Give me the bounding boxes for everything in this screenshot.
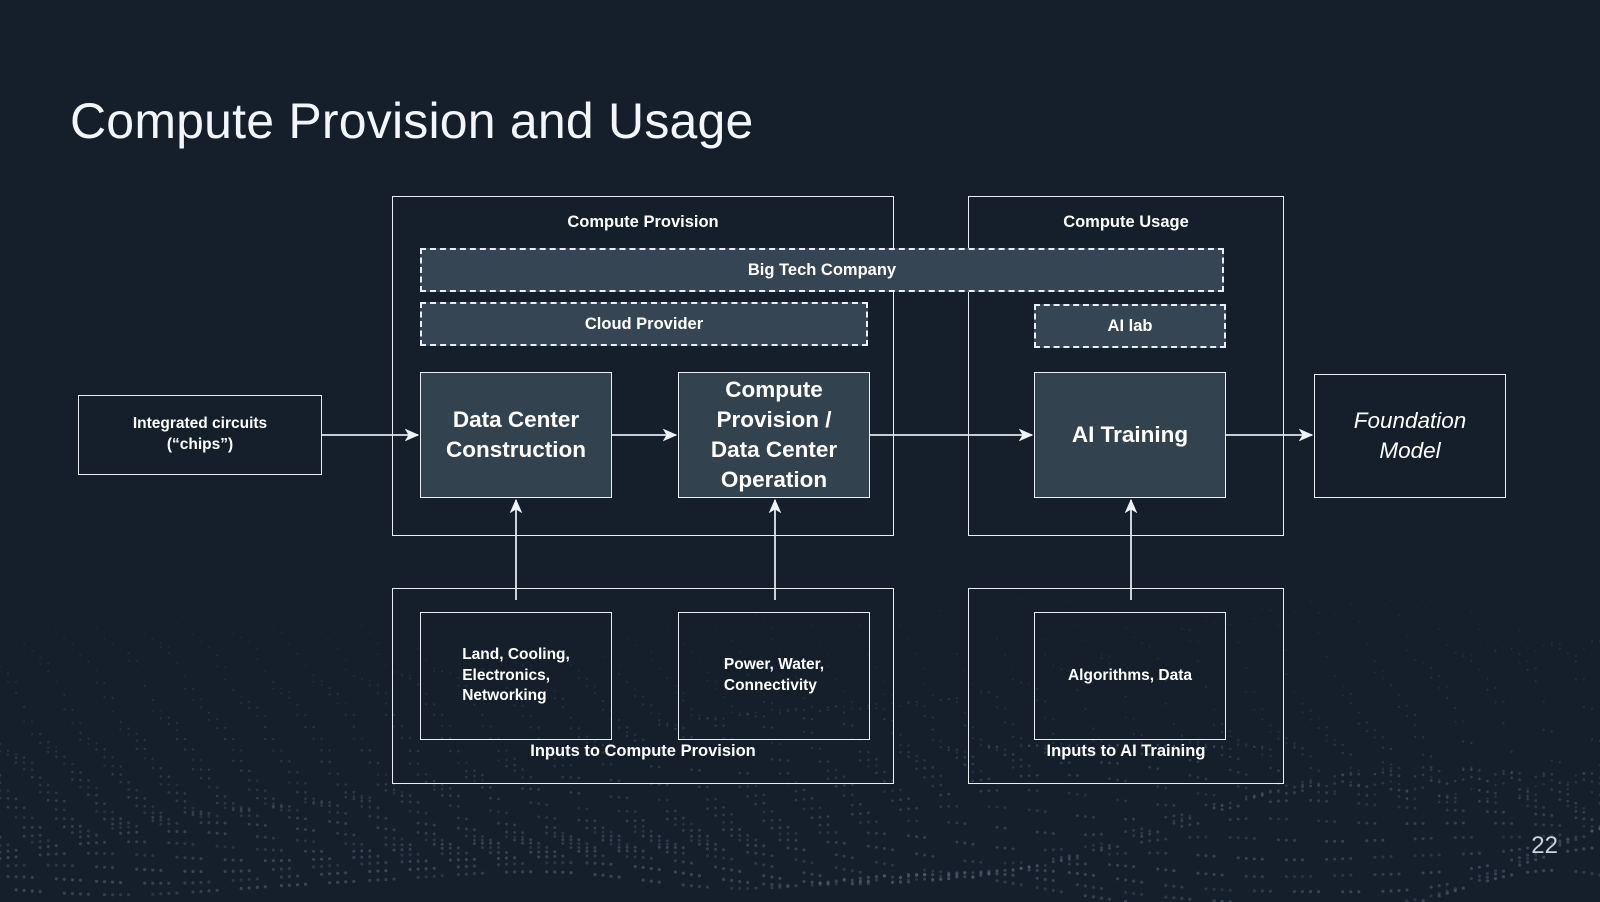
group-panel-compute-provision: Compute Provision [392,196,894,536]
node-power-water-connectivity[interactable]: Power, Water,Connectivity [678,612,870,740]
node-ai-training[interactable]: AI Training [1034,372,1226,498]
node-label-integrated-circuits: Integrated circuits(“chips”) [132,415,268,453]
actor-ai-lab[interactable]: AI lab [1034,304,1226,348]
group-panel-inputs-compute-provision: Inputs to Compute Provision [392,588,894,784]
actor-cloud-provider[interactable]: Cloud Provider [420,302,868,346]
page-number: 22 [1531,832,1558,859]
actor-label-big-tech-company: Big Tech Company [747,260,897,279]
node-algorithms-data[interactable]: Algorithms, Data [1034,612,1226,740]
node-label-algorithms-data: Algorithms, Data [1067,666,1192,684]
group-label-compute-provision: Compute Provision [567,213,719,231]
node-label-power-water-connectivity: Power, Water,Connectivity [723,656,825,694]
node-land-cooling-electronics-networking[interactable]: Land, Cooling,Electronics,Networking [420,612,612,740]
node-label-land-cooling-electronics-networking: Land, Cooling,Electronics,Networking [462,646,570,705]
actor-label-ai-lab: AI lab [1107,316,1153,335]
actor-label-cloud-provider: Cloud Provider [584,314,704,333]
group-panel-inputs-ai-training: Inputs to AI Training [968,588,1284,784]
group-label-inputs-compute-provision: Inputs to Compute Provision [530,742,756,760]
node-integrated-circuits[interactable]: Integrated circuits(“chips”) [78,395,322,475]
node-label-ai-training: AI Training [1071,422,1189,448]
group-panel-compute-usage: Compute Usage [968,196,1284,536]
group-label-inputs-ai-training: Inputs to AI Training [1046,742,1206,760]
actor-big-tech-company[interactable]: Big Tech Company [420,248,1224,292]
group-label-compute-usage: Compute Usage [1063,213,1189,231]
page-title: Compute Provision and Usage [70,93,754,149]
